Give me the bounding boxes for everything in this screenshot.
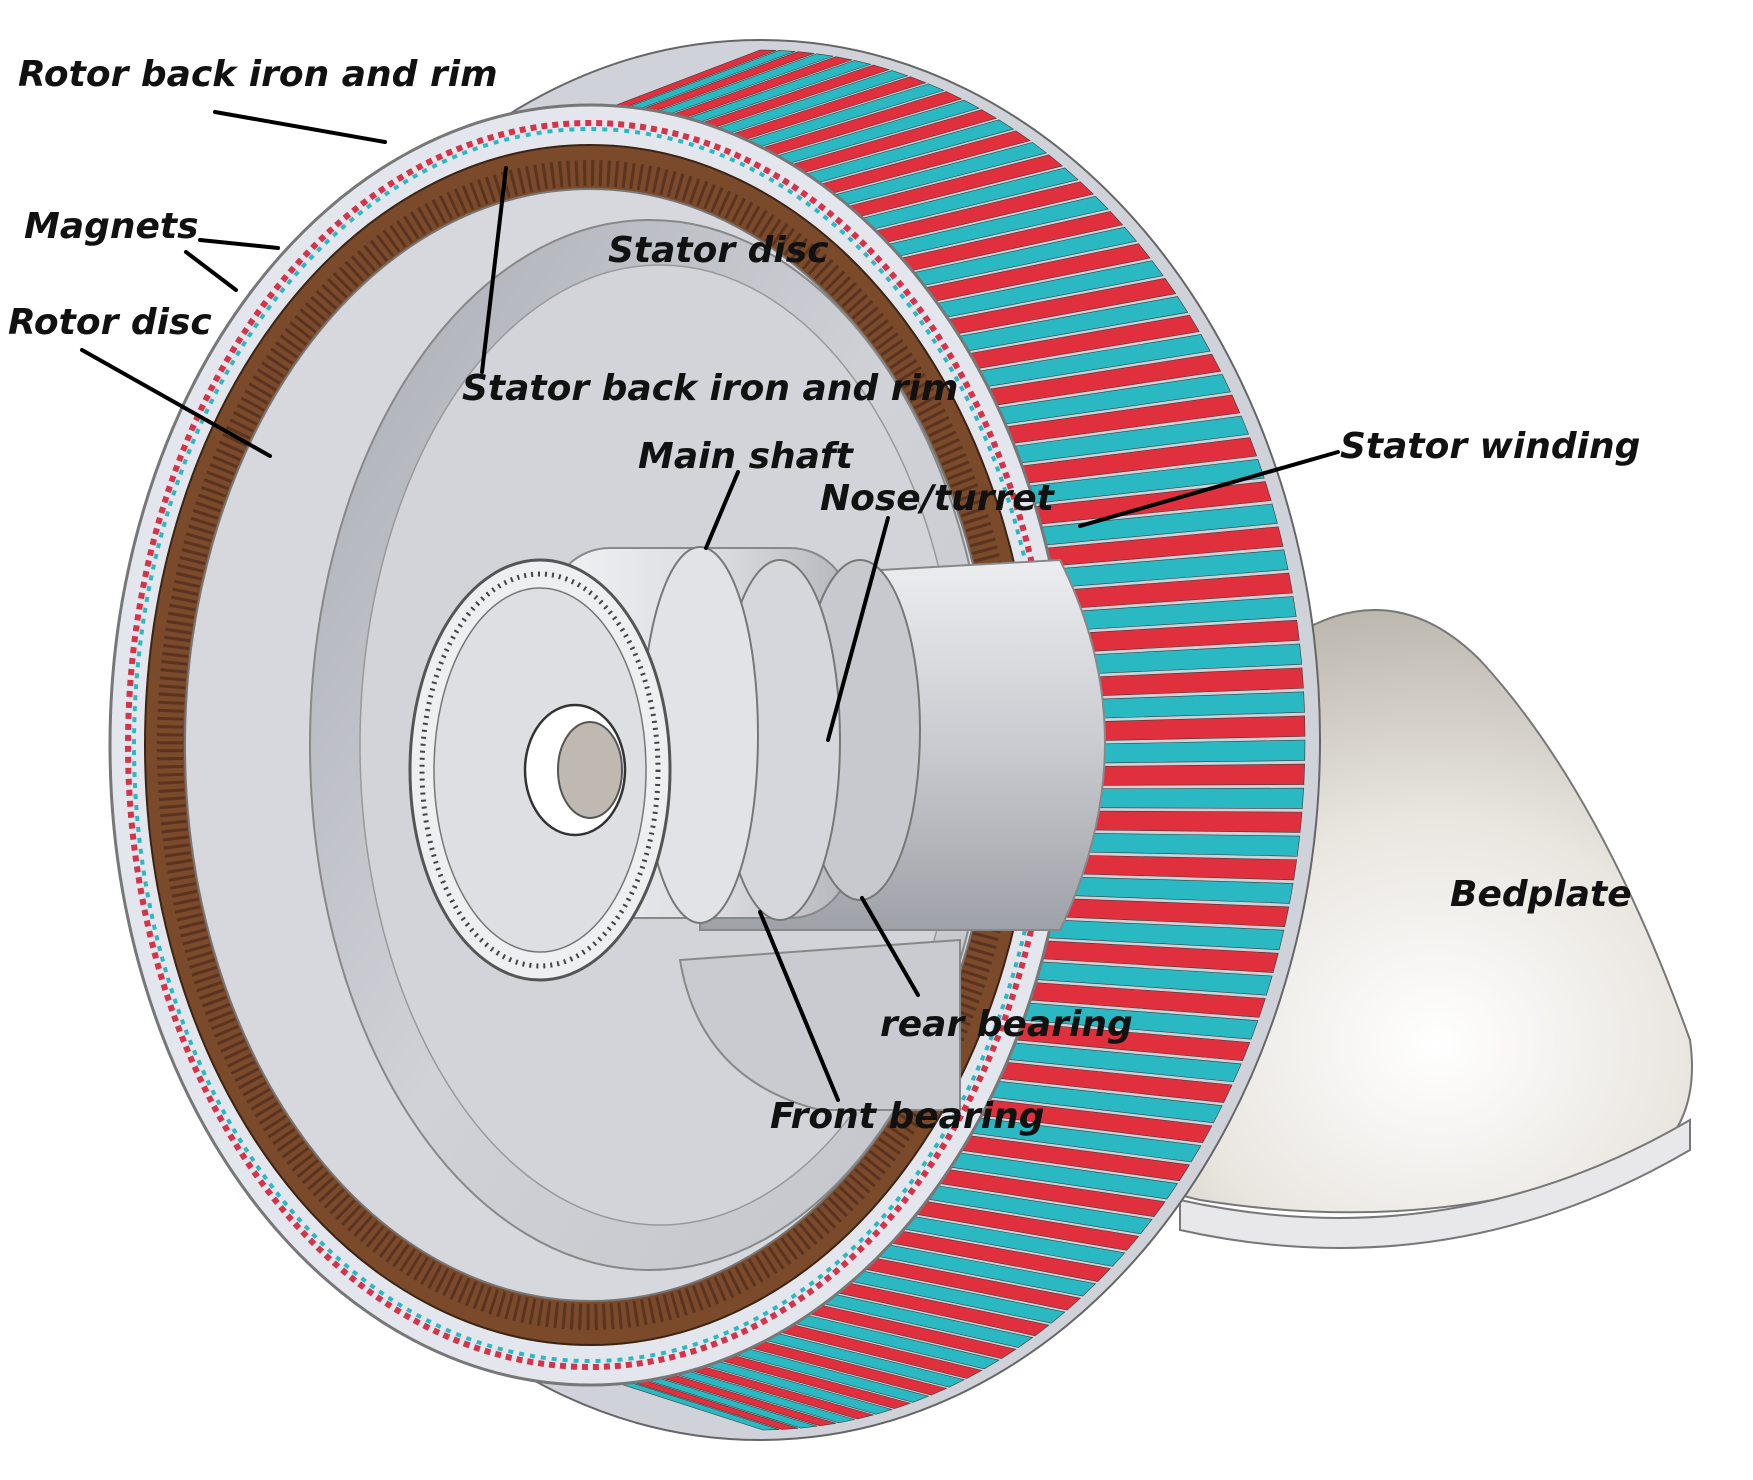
leader-magnets-2: [184, 250, 238, 292]
shaft-assembly: [408, 546, 1106, 1111]
label-nose-turret: Nose/turret: [820, 478, 1056, 519]
label-rotor-disc: Rotor disc: [8, 302, 212, 343]
labels: Rotor back iron and rim Magnets Rotor di…: [8, 54, 1640, 1137]
label-front-bearing: Front bearing: [770, 1096, 1044, 1137]
leader-front-bearing: [758, 910, 840, 1102]
leader-rear-bearing: [860, 896, 920, 997]
label-stator-disc: Stator disc: [608, 230, 829, 271]
label-rotor-back-iron: Rotor back iron and rim: [18, 54, 498, 95]
label-bedplate: Bedplate: [1450, 874, 1632, 915]
leader-lines: [80, 110, 1340, 1102]
leader-stator-back-iron: [480, 166, 508, 374]
label-magnets: Magnets: [24, 206, 199, 247]
leader-rotor-back-iron: [213, 110, 387, 144]
leader-rotor-disc: [80, 348, 272, 458]
leader-nose: [826, 516, 890, 742]
label-stator-winding: Stator winding: [1340, 426, 1640, 467]
leader-main-shaft: [704, 470, 740, 550]
label-stator-back-iron: Stator back iron and rim: [462, 368, 958, 409]
leader-magnets-1: [198, 238, 280, 250]
leader-stator-winding: [1078, 450, 1340, 528]
label-rear-bearing: rear bearing: [880, 1004, 1133, 1045]
label-main-shaft: Main shaft: [638, 436, 855, 477]
